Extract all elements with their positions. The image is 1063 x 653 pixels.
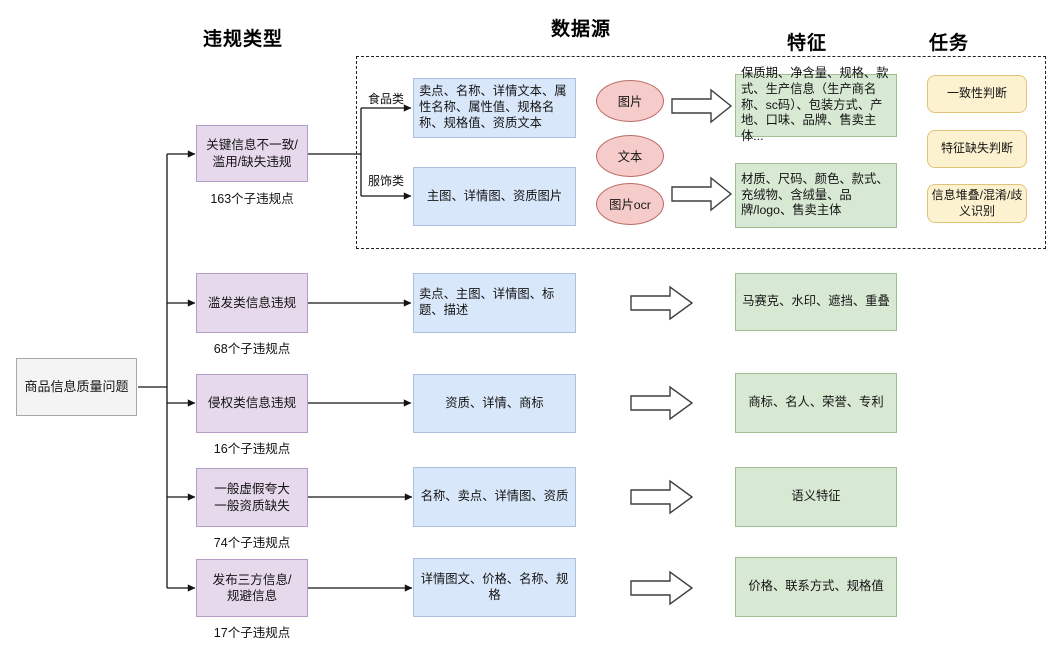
modality-text: 文本 bbox=[596, 135, 664, 177]
source-node-5: 详情图文、价格、名称、规格 bbox=[413, 558, 576, 617]
header-violation-type: 违规类型 bbox=[202, 29, 283, 50]
source-node-4: 名称、卖点、详情图、资质 bbox=[413, 467, 576, 527]
multimodal-group-frame bbox=[356, 56, 1046, 249]
source-node-apparel: 主图、详情图、资质图片 bbox=[413, 167, 576, 226]
header-data-source: 数据源 bbox=[550, 19, 611, 40]
block-arrow-icon bbox=[630, 385, 694, 421]
source-node-3: 资质、详情、商标 bbox=[413, 374, 576, 433]
block-arrow-icon bbox=[671, 88, 733, 124]
category-label-apparel: 服饰类 bbox=[368, 174, 405, 188]
count-label-1: 163个子违规点 bbox=[210, 192, 294, 206]
root-node: 商品信息质量问题 bbox=[16, 358, 137, 416]
header-feature: 特征 bbox=[786, 33, 827, 54]
feature-node-5: 价格、联系方式、规格值 bbox=[735, 557, 897, 617]
violation-node-1: 关键信息不一致/滥用/缺失违规 bbox=[196, 125, 308, 182]
source-node-2: 卖点、主图、详情图、标题、描述 bbox=[413, 273, 576, 333]
count-label-4: 74个子违规点 bbox=[213, 536, 291, 550]
feature-node-4: 语义特征 bbox=[735, 467, 897, 527]
violation-node-5: 发布三方信息/ 规避信息 bbox=[196, 559, 308, 617]
count-label-5: 17个子违规点 bbox=[213, 626, 291, 640]
block-arrow-icon bbox=[630, 479, 694, 515]
violation-node-4: 一般虚假夸大 一般资质缺失 bbox=[196, 468, 308, 527]
block-arrow-icon bbox=[630, 285, 694, 321]
task-node-missing-feature: 特征缺失判断 bbox=[927, 130, 1027, 168]
task-node-stacking-confusion: 信息堆叠/混淆/歧义识别 bbox=[927, 184, 1027, 223]
feature-node-food: 保质期、净含量、规格、款式、生产信息（生产商名称、sc码）、包装方式、产地、口味… bbox=[735, 66, 897, 143]
feature-node-3: 商标、名人、荣誉、专利 bbox=[735, 373, 897, 433]
feature-node-apparel: 材质、尺码、颜色、款式、充绒物、含绒量、品牌/logo、售卖主体 bbox=[735, 163, 897, 228]
count-label-2: 68个子违规点 bbox=[213, 342, 291, 356]
block-arrow-icon bbox=[671, 176, 733, 212]
block-arrow-icon bbox=[630, 570, 694, 606]
header-task: 任务 bbox=[928, 33, 969, 54]
category-label-food: 食品类 bbox=[368, 92, 405, 106]
modality-image-ocr: 图片ocr bbox=[596, 183, 664, 225]
feature-node-2: 马赛克、水印、遮挡、重叠 bbox=[735, 273, 897, 331]
violation-node-2: 滥发类信息违规 bbox=[196, 273, 308, 333]
modality-image: 图片 bbox=[596, 80, 664, 122]
source-node-food: 卖点、名称、详情文本、属性名称、属性值、规格名称、规格值、资质文本 bbox=[413, 78, 576, 138]
task-node-consistency: 一致性判断 bbox=[927, 75, 1027, 113]
violation-node-3: 侵权类信息违规 bbox=[196, 374, 308, 433]
count-label-3: 16个子违规点 bbox=[213, 442, 291, 456]
